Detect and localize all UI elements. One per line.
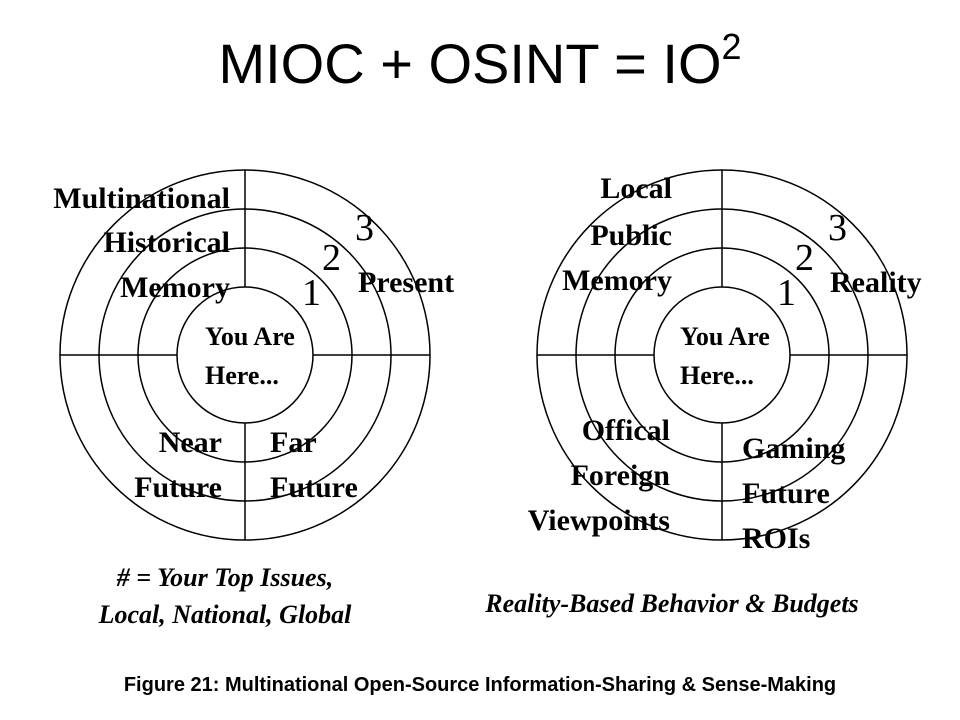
left-bl-line2: Future — [134, 471, 222, 504]
right-br-line1: Gaming — [742, 432, 845, 465]
left-tl-line2: Historical — [103, 226, 230, 259]
left-br-line2: Future — [270, 471, 358, 504]
right-ring-number-2: 2 — [795, 237, 814, 279]
title-superscript: 2 — [721, 26, 742, 67]
right-center-circle — [653, 286, 791, 424]
left-center-circle — [176, 286, 314, 424]
left-tl-line3: Memory — [120, 271, 230, 304]
right-ring-number-1: 1 — [777, 272, 796, 314]
left-tr-label: Present — [358, 266, 454, 299]
right-bl-line3: Viewpoints — [528, 504, 670, 537]
left-caption-line1: # = Your Top Issues, — [116, 563, 333, 592]
figure-caption: Figure 21: Multinational Open-Source Inf… — [124, 674, 836, 696]
left-bl-line1: Near — [159, 426, 222, 459]
right-tl-line1: Local — [600, 172, 672, 205]
right-ring-number-3: 3 — [828, 207, 847, 249]
right-center-line2: Here... — [680, 361, 754, 390]
left-center-line2: Here... — [205, 361, 279, 390]
right-bl-line1: Offical — [582, 414, 670, 447]
right-br-line3: ROIs — [742, 522, 810, 555]
title-main: MIOC + OSINT = IO — [218, 32, 722, 95]
left-caption-line2: Local, National, Global — [98, 600, 353, 629]
left-ring-number-1: 1 — [302, 272, 321, 314]
left-tl-line1: Multinational — [53, 182, 230, 215]
right-tl-line2: Public — [590, 219, 672, 252]
right-tr-label: Reality — [830, 266, 922, 299]
right-caption: Reality-Based Behavior & Budgets — [484, 589, 858, 618]
right-bl-line2: Foreign — [571, 459, 671, 492]
left-ring-number-3: 3 — [355, 207, 374, 249]
left-diagram — [59, 169, 431, 541]
page-title: MIOC + OSINT = IO2 — [0, 29, 960, 92]
right-tl-line3: Memory — [562, 264, 672, 297]
left-center-line1: You Are — [205, 322, 295, 351]
right-diagram — [536, 169, 908, 541]
right-br-line2: Future — [742, 477, 830, 510]
left-ring-number-2: 2 — [322, 237, 341, 279]
right-center-line1: You Are — [680, 322, 770, 351]
left-br-line1: Far — [270, 426, 317, 459]
